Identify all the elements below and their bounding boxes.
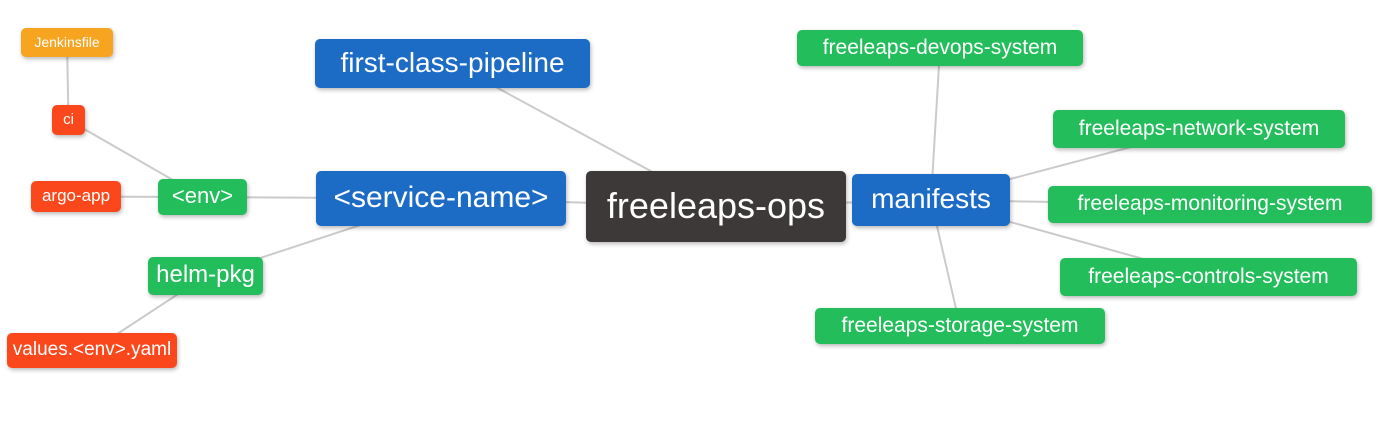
node-values-env-yaml[interactable]: values.<env>.yaml — [7, 333, 177, 368]
node-first-class-pipeline[interactable]: first-class-pipeline — [315, 39, 590, 88]
node-freeleaps-controls-system[interactable]: freeleaps-controls-system — [1060, 258, 1357, 296]
node-freeleaps-devops-system[interactable]: freeleaps-devops-system — [797, 30, 1083, 66]
node-label: freeleaps-storage-system — [841, 313, 1079, 337]
node-label: freeleaps-devops-system — [822, 35, 1058, 59]
node-label: freeleaps-monitoring-system — [1077, 192, 1343, 215]
node-argo-app[interactable]: argo-app — [31, 181, 121, 212]
node-service-name[interactable]: <service-name> — [316, 171, 566, 226]
node-helm-pkg[interactable]: helm-pkg — [148, 257, 263, 295]
node-label: <service-name> — [333, 180, 549, 214]
node-label: Jenkinsfile — [34, 33, 100, 50]
node-freeleaps-monitoring-system[interactable]: freeleaps-monitoring-system — [1048, 186, 1372, 223]
node-label: freeleaps-network-system — [1078, 116, 1320, 140]
node-freeleaps-ops[interactable]: freeleaps-ops — [586, 171, 846, 242]
node-freeleaps-network-system[interactable]: freeleaps-network-system — [1053, 110, 1345, 148]
node-manifests[interactable]: manifests — [852, 174, 1010, 226]
node-label: argo-app — [41, 186, 111, 205]
node-label: freeleaps-controls-system — [1088, 264, 1329, 288]
node-label: ci — [63, 110, 74, 128]
node-env[interactable]: <env> — [158, 179, 247, 215]
node-label: values.<env>.yaml — [12, 339, 172, 360]
node-label: manifests — [871, 183, 991, 214]
node-jenkinsfile[interactable]: Jenkinsfile — [21, 28, 113, 57]
node-label: <env> — [171, 183, 234, 208]
node-freeleaps-storage-system[interactable]: freeleaps-storage-system — [815, 308, 1105, 344]
node-label: first-class-pipeline — [340, 46, 565, 78]
node-label: helm-pkg — [156, 261, 255, 288]
node-ci[interactable]: ci — [52, 105, 85, 135]
node-label: freeleaps-ops — [606, 184, 826, 226]
